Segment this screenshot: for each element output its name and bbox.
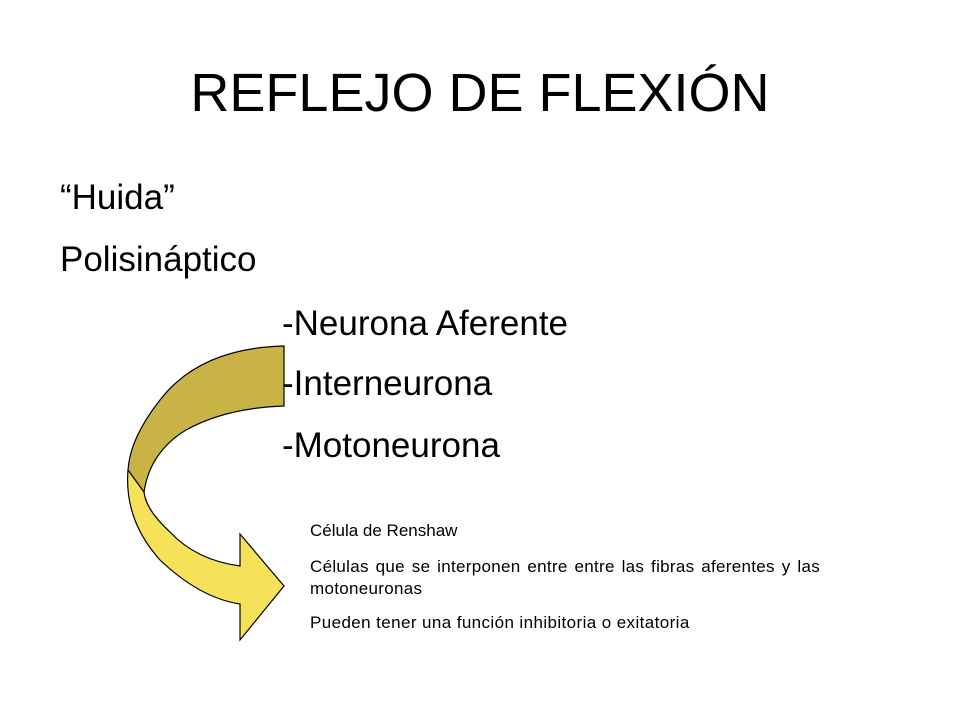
component-interneurona: -Interneurona: [282, 364, 493, 403]
line-polisinaptico: Polisináptico: [60, 240, 257, 279]
note-renshaw: Célula de Renshaw: [310, 521, 458, 540]
slide-title: REFLEJO DE FLEXIÓN: [190, 63, 770, 123]
component-motoneurona: -Motoneurona: [282, 426, 500, 465]
note-funcion: Pueden tener una función inhibitoria o e…: [310, 613, 690, 632]
arrow-lower-part: [127, 468, 285, 642]
arrow-upper-part: [127, 345, 285, 494]
note-celulas: Células que se interponen entre entre la…: [310, 557, 820, 598]
line-huida: “Huida”: [60, 178, 175, 217]
component-neurona-aferente: -Neurona Aferente: [282, 304, 569, 343]
notes-box: Célula de Renshaw Células que se interpo…: [310, 520, 820, 644]
